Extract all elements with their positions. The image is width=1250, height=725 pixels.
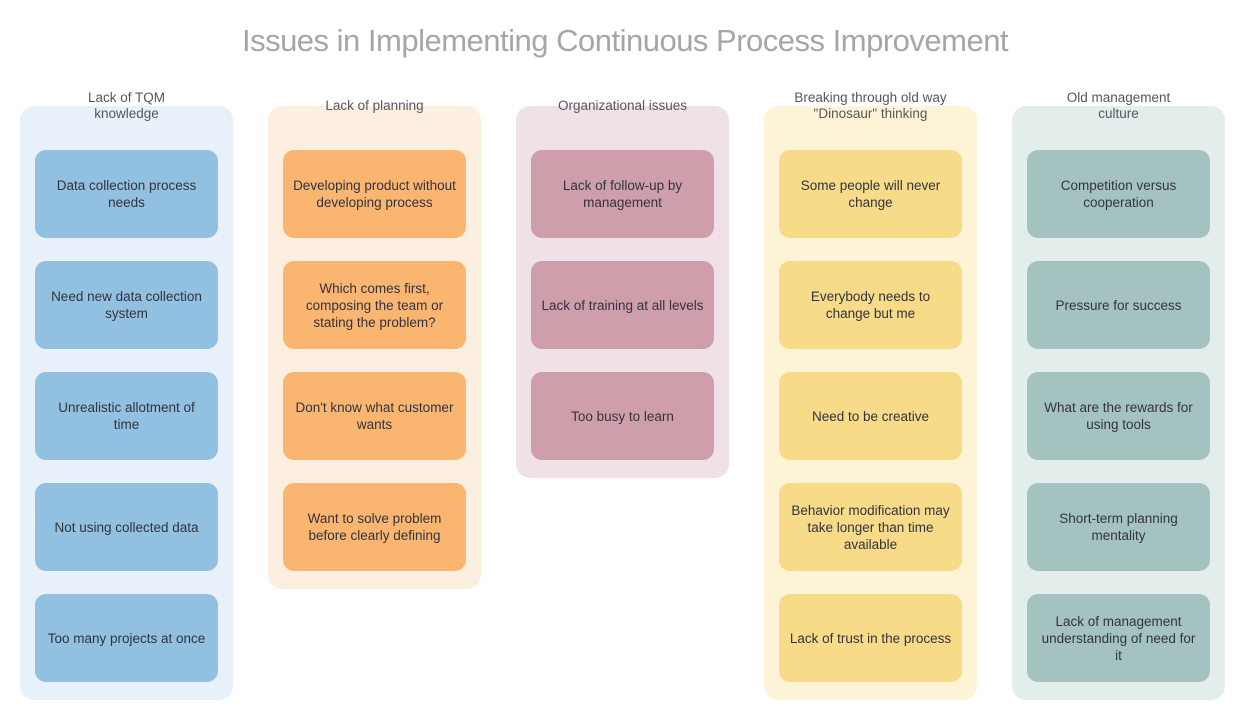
issue-card: Lack of follow-up by management [531, 150, 714, 238]
issue-card-label: Too many projects at once [47, 630, 206, 646]
issue-card: Competition versus cooperation [1027, 150, 1210, 238]
diagram-title: Issues in Implementing Continuous Proces… [241, 23, 1009, 58]
card-list: Developing product without developing pr… [283, 150, 466, 571]
category-column-lack-of-planning: Lack of planning Developing product with… [268, 98, 481, 589]
issue-card-label: Competition versus cooperation [1060, 178, 1177, 210]
issue-card: Behavior modification may take longer th… [779, 483, 962, 571]
issue-card: Short-term planning mentality [1027, 483, 1210, 571]
issue-card: Want to solve problem before clearly def… [283, 483, 466, 571]
issue-card: Need to be creative [779, 372, 962, 460]
issue-card-label: Lack of management understanding of need… [1041, 613, 1196, 663]
issue-card-label: Lack of training at all levels [541, 297, 704, 313]
issue-card: Not using collected data [35, 483, 218, 571]
issue-card: Which comes first, composing the team or… [283, 261, 466, 349]
issue-card: Too busy to learn [531, 372, 714, 460]
issue-card-label: Need new data collection system [51, 289, 202, 321]
category-header-lack-of-planning: Lack of planning [325, 98, 424, 113]
issue-card-label: Pressure for success [1055, 297, 1182, 313]
category-column-lack-of-tqm-knowledge: Lack of TQM knowledge Data collection pr… [20, 90, 233, 700]
issue-card-label: Short-term planning mentality [1059, 511, 1178, 543]
issue-card: Lack of management understanding of need… [1027, 594, 1210, 682]
issue-card: Everybody needs to change but me [779, 261, 962, 349]
issue-card-label: What are the rewards for using tools [1044, 400, 1193, 432]
category-header-dinosaur-thinking: Breaking through old way "Dinosaur" thin… [794, 90, 947, 121]
issue-card-label: Which comes first, composing the team or… [305, 280, 444, 330]
issue-card-label: Data collection process needs [56, 178, 197, 210]
card-list: Data collection process needs Need new d… [35, 150, 218, 682]
category-column-dinosaur-thinking: Breaking through old way "Dinosaur" thin… [764, 90, 977, 700]
issue-card: Need new data collection system [35, 261, 218, 349]
issue-card-label: Lack of trust in the process [789, 630, 952, 646]
issue-card: Data collection process needs [35, 150, 218, 238]
issue-card: Unrealistic allotment of time [35, 372, 218, 460]
affinity-board: Lack of TQM knowledge Data collection pr… [0, 90, 1250, 700]
card-list: Competition versus cooperation Pressure … [1027, 150, 1210, 682]
issue-card: Some people will never change [779, 150, 962, 238]
card-list: Some people will never change Everybody … [779, 150, 962, 682]
issue-card-label: Too busy to learn [571, 408, 674, 424]
issue-card: Developing product without developing pr… [283, 150, 466, 238]
issue-card-label: Unrealistic allotment of time [58, 400, 195, 432]
category-header-organizational-issues: Organizational issues [557, 98, 688, 113]
issue-card: Too many projects at once [35, 594, 218, 682]
issue-card: Don't know what customer wants [283, 372, 466, 460]
issue-card: What are the rewards for using tools [1027, 372, 1210, 460]
issue-card: Lack of training at all levels [531, 261, 714, 349]
issue-card: Pressure for success [1027, 261, 1210, 349]
issue-card-label: Want to solve problem before clearly def… [307, 511, 442, 543]
issue-card-label: Lack of follow-up by management [562, 178, 683, 210]
issue-card-label: Some people will never change [800, 178, 941, 210]
category-column-old-management-culture: Old management culture Competition versu… [1012, 90, 1225, 700]
category-column-organizational-issues: Organizational issues Lack of follow-up … [516, 98, 729, 478]
issue-card: Lack of trust in the process [779, 594, 962, 682]
issue-card-label: Not using collected data [54, 519, 199, 535]
issue-card-label: Developing product without developing pr… [293, 178, 456, 210]
category-header-old-management-culture: Old management culture [1066, 90, 1171, 121]
card-list: Lack of follow-up by management Lack of … [531, 150, 714, 460]
issue-card-label: Everybody needs to change but me [810, 289, 931, 321]
issue-card-label: Don't know what customer wants [295, 400, 454, 432]
issue-card-label: Behavior modification may take longer th… [791, 502, 950, 552]
category-header-lack-of-tqm-knowledge: Lack of TQM knowledge [87, 90, 166, 121]
issue-card-label: Need to be creative [811, 408, 930, 424]
